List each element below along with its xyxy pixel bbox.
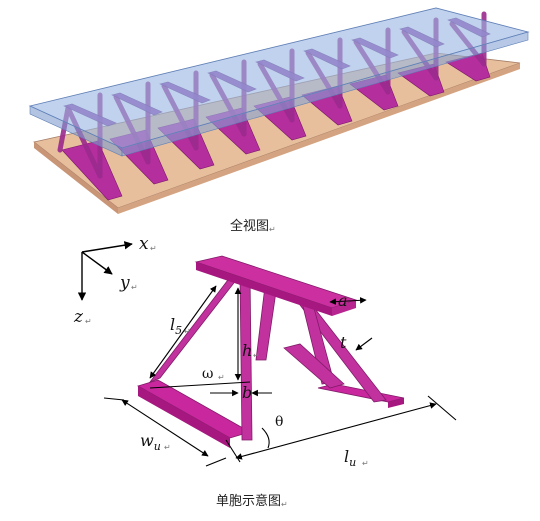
- label-a: a: [338, 291, 348, 310]
- axis-x-label: x: [139, 234, 149, 254]
- bottom-face-sheet-edge: [34, 142, 118, 214]
- full-view-caption: 全视图↵: [230, 218, 276, 234]
- full-view: [28, 7, 530, 214]
- svg-text:↵: ↵: [362, 459, 369, 468]
- dimension-lines: [103, 285, 457, 467]
- axis-y-label: y: [119, 273, 130, 293]
- svg-text:↵: ↵: [164, 443, 171, 452]
- label-h: h: [242, 341, 252, 360]
- svg-text:↵: ↵: [218, 373, 225, 382]
- label-lu: lu: [344, 447, 356, 469]
- svg-text:↵: ↵: [85, 317, 92, 326]
- svg-text:↵: ↵: [131, 283, 138, 292]
- unit-cell-caption: 单胞示意图↵: [216, 493, 288, 509]
- label-omega: ω: [202, 366, 213, 382]
- label-l5: l5: [170, 315, 182, 337]
- bottom-plate-left: [136, 379, 252, 439]
- label-wu: wu: [140, 431, 161, 453]
- svg-text:↵: ↵: [253, 351, 260, 360]
- svg-text:↵: ↵: [150, 244, 157, 253]
- label-b: b: [242, 383, 252, 402]
- axis-z-label: z: [73, 307, 84, 327]
- unit-cell: [136, 255, 405, 448]
- label-t: t: [340, 333, 347, 352]
- svg-text:↵: ↵: [184, 327, 191, 336]
- label-theta: θ: [275, 414, 283, 430]
- strut-left-front: [148, 269, 245, 383]
- coordinate-axes: [77, 241, 133, 301]
